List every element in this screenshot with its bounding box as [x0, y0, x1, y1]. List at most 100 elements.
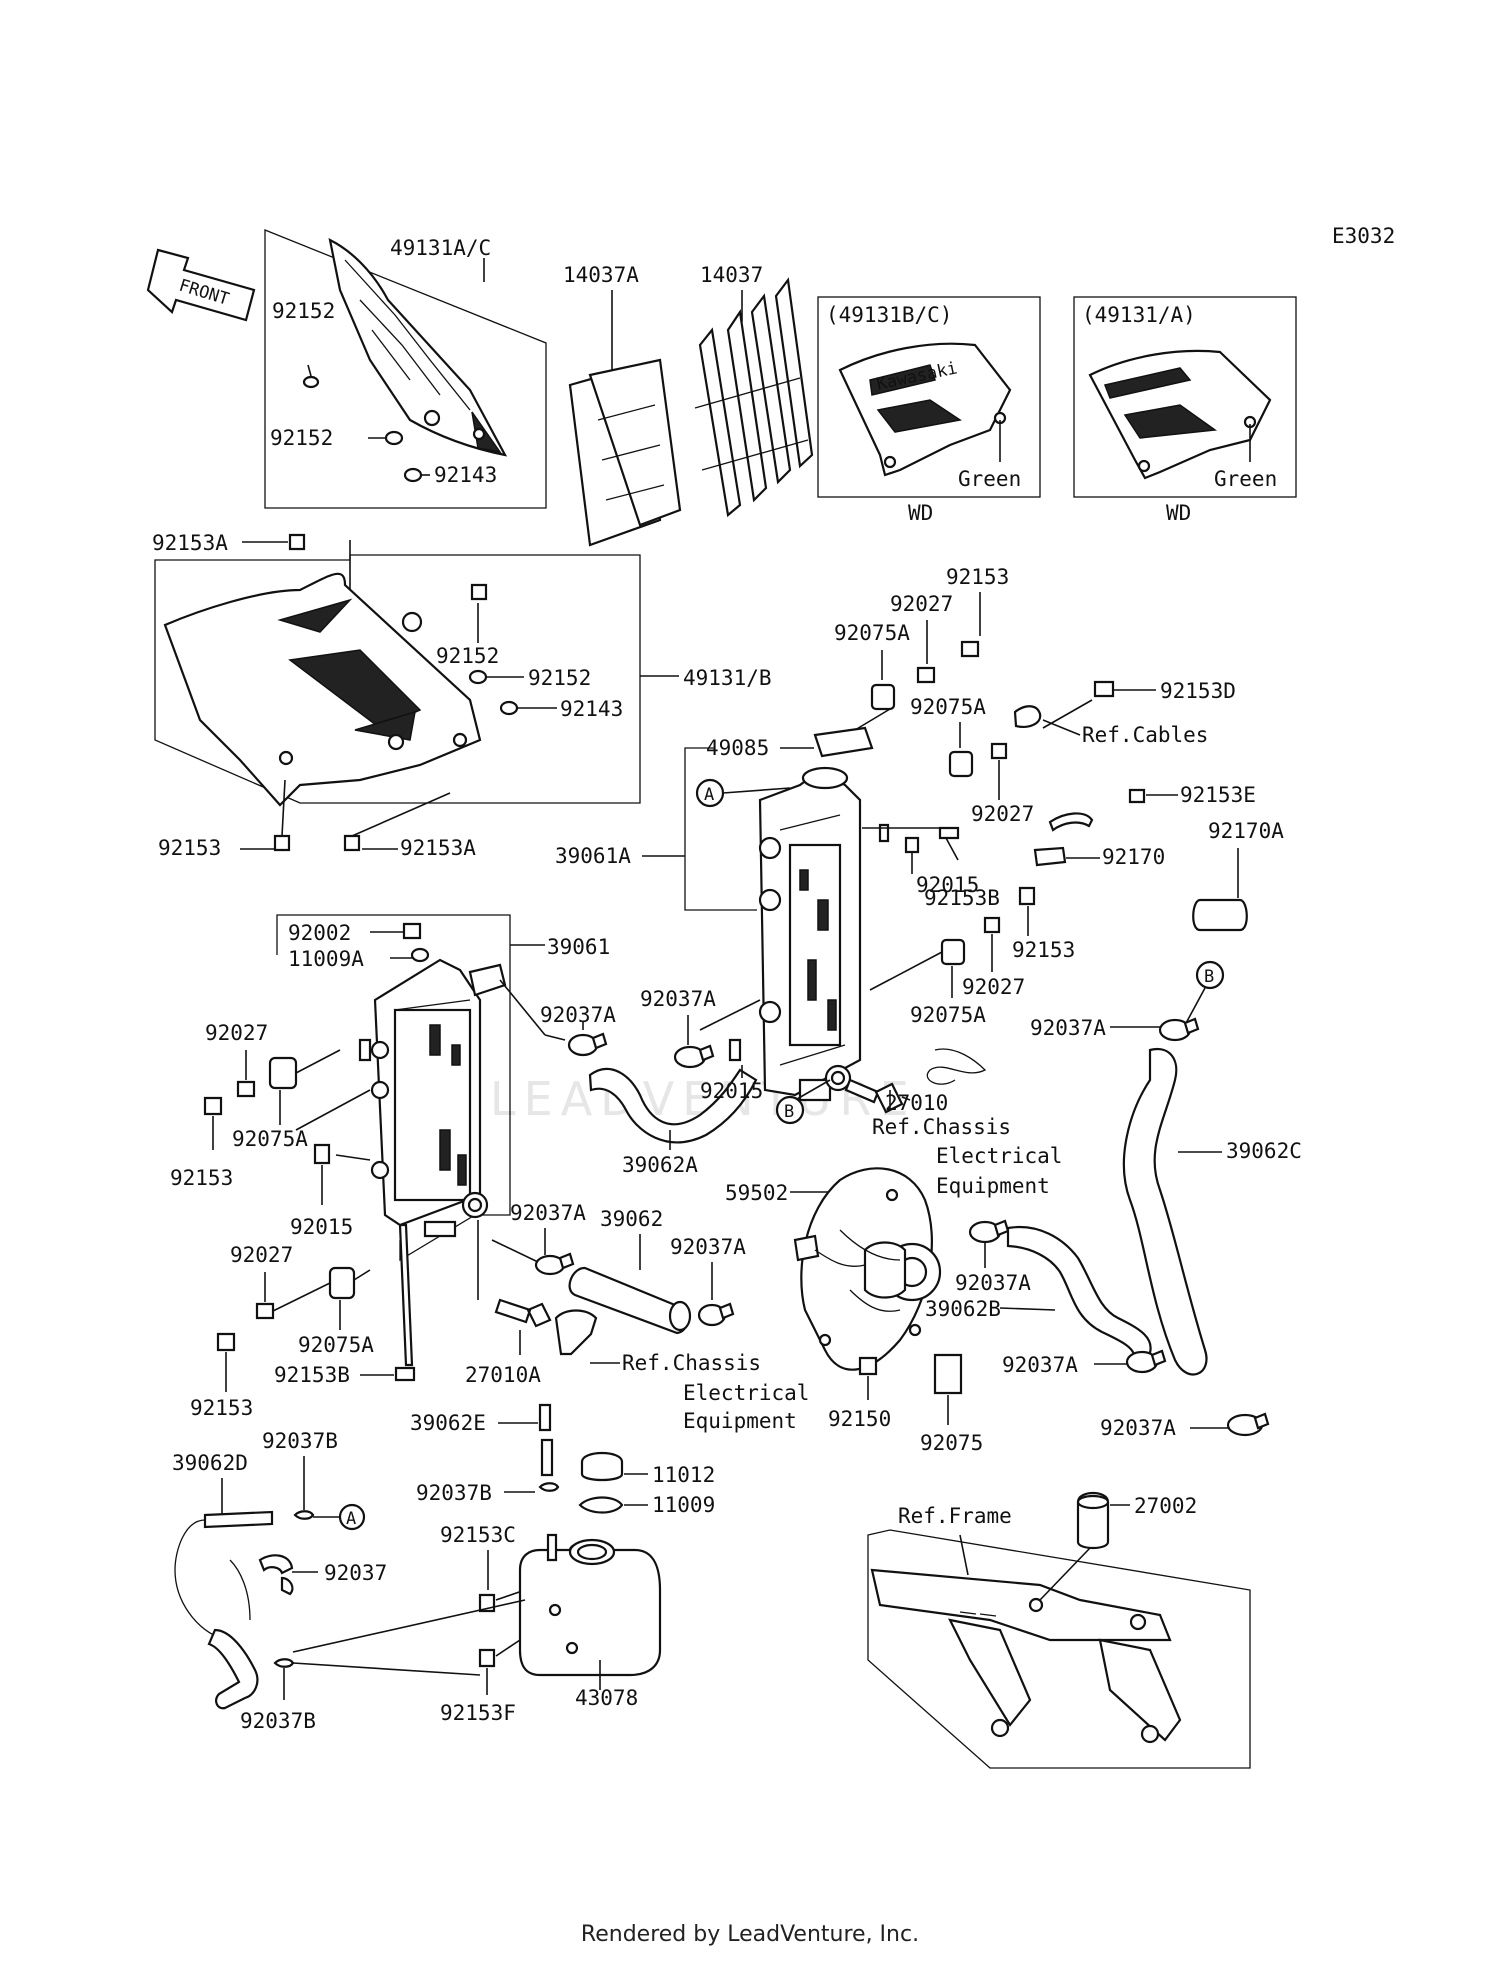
label-92037b-1: 92037B: [262, 1429, 338, 1453]
label-92153d: 92153D: [1160, 679, 1236, 703]
sensor-27010: [844, 1048, 987, 1114]
bolt-92153-b: [216, 1332, 236, 1352]
frame-ref: [870, 1568, 1182, 1744]
label-92002: 92002: [288, 921, 351, 945]
shroud-detail-box: [264, 229, 547, 509]
label-92037a-3: 92037A: [510, 1201, 586, 1225]
grommet-92075a-m: [948, 750, 974, 778]
label-electrical-1: Electrical: [936, 1144, 1062, 1168]
mark-a-2-text: A: [346, 1509, 356, 1529]
cap-11012: [580, 1451, 624, 1482]
bolt-92153-l2: [203, 1096, 223, 1116]
washer-92027-t: [916, 666, 936, 684]
sensor-27010a: [494, 1298, 552, 1328]
label-92153f: 92153F: [440, 1701, 516, 1725]
bolt-92153-m: [1018, 886, 1036, 906]
label-92143-a: 92143: [434, 463, 497, 487]
label-92015-m: 92015: [700, 1079, 763, 1103]
label-39061a: 39061A: [555, 844, 631, 868]
label-49131b: 49131/B: [683, 666, 772, 690]
label-92027-t: 92027: [890, 592, 953, 616]
grommet-92152-d: [468, 669, 488, 685]
diagram-code: E3032: [1332, 224, 1395, 248]
label-92027-l2: 92027: [230, 1243, 293, 1267]
grommet-92152-a: [302, 375, 320, 389]
label-92152-b: 92152: [270, 426, 333, 450]
label-92037a-r: 92037A: [1030, 1016, 1106, 1040]
shroud-49131b: [163, 572, 482, 807]
clamp-ref-cables: [1013, 705, 1042, 728]
label-92153a-top: 92153A: [152, 531, 228, 555]
damper-49085: [813, 726, 874, 758]
label-92037a-5: 92037A: [955, 1271, 1031, 1295]
hose-clamp-92037a-5: [968, 1219, 1010, 1244]
label-92075a-l: 92075A: [232, 1127, 308, 1151]
label-39062c: 39062C: [1226, 1139, 1302, 1163]
inset-right-box: [1073, 296, 1297, 498]
footer-credit: Rendered by LeadVenture, Inc.: [580, 1922, 920, 1947]
hose-clamp-92037a-2: [673, 1044, 715, 1069]
clip-ref-chassis-2: [554, 1309, 598, 1356]
grommet-92152-c: [470, 583, 488, 601]
grommet-92075a-l2: [328, 1266, 356, 1300]
label-92075a-t: 92075A: [834, 621, 910, 645]
label-92153a-b: 92153A: [400, 836, 476, 860]
label-92075: 92075: [920, 1431, 983, 1455]
label-92075a-m2: 92075A: [910, 1003, 986, 1027]
washer-92027-m: [990, 742, 1008, 760]
bolt-92153f: [478, 1648, 496, 1668]
label-39062b: 39062B: [925, 1297, 1001, 1321]
clamp-92170a: [1192, 848, 1248, 932]
label-92143-b: 92143: [560, 697, 623, 721]
grommet-92075a-m2: [940, 938, 966, 966]
label-92170a: 92170A: [1208, 819, 1284, 843]
pad-92075: [933, 1353, 963, 1395]
label-11009a: 11009A: [288, 947, 364, 971]
label-equipment-2: Equipment: [683, 1409, 797, 1433]
inset-left-color: Green: [958, 467, 1021, 491]
label-92037b-2: 92037B: [416, 1481, 492, 1505]
label-14037: 14037: [700, 263, 763, 287]
inset-left-title: (49131B/C): [826, 303, 952, 327]
clip-92037: [258, 1554, 294, 1596]
label-11009: 11009: [652, 1493, 715, 1517]
front-arrow-icon: FRONT: [146, 248, 256, 322]
bolt-92153b-b: [398, 1223, 414, 1367]
clip-92037b-1: [293, 1510, 315, 1520]
shroud-decal-a: [1088, 349, 1272, 480]
bolt-92153b-head: [394, 1366, 416, 1382]
frame-detail-box: [867, 1529, 1251, 1769]
label-92152-c: 92152: [436, 644, 499, 668]
hose-39062e: [538, 1403, 554, 1477]
clip-92015-l: [313, 1143, 331, 1165]
label-ref-frame: Ref.Frame: [898, 1504, 1012, 1528]
clip-92015-t: [904, 836, 920, 854]
inset-right-note: WD: [1166, 501, 1191, 525]
clip-92015-m: [728, 1038, 742, 1062]
label-92037a-2: 92037A: [640, 987, 716, 1011]
radiator-39061: [358, 958, 507, 1238]
label-14037a: 14037A: [563, 263, 639, 287]
label-ref-cables: Ref.Cables: [1082, 723, 1208, 747]
bracket-39061a: [684, 747, 757, 911]
hose-39062d-end: [207, 1628, 259, 1710]
label-49085: 49085: [706, 736, 769, 760]
clip-92170: [1048, 812, 1094, 832]
label-27010: 27010: [885, 1091, 948, 1115]
label-92153-b: 92153: [190, 1396, 253, 1420]
fan-assembly-59502: [793, 1167, 942, 1371]
label-ref-chassis-1: Ref.Chassis: [872, 1115, 1011, 1139]
inset-left-note: WD: [908, 501, 933, 525]
label-11012: 11012: [652, 1463, 715, 1487]
label-92153c: 92153C: [440, 1523, 516, 1547]
radiator-39061a: [758, 766, 890, 1102]
label-92015-t: 92015: [916, 873, 979, 897]
label-59502: 59502: [725, 1181, 788, 1205]
label-39062e: 39062E: [410, 1411, 486, 1435]
hose-39062a: [588, 1067, 758, 1144]
mark-b-2-text: B: [1204, 967, 1214, 987]
label-92037a-1: 92037A: [540, 1003, 616, 1027]
bracket-39061: [276, 914, 511, 1262]
label-92037: 92037: [324, 1561, 387, 1585]
